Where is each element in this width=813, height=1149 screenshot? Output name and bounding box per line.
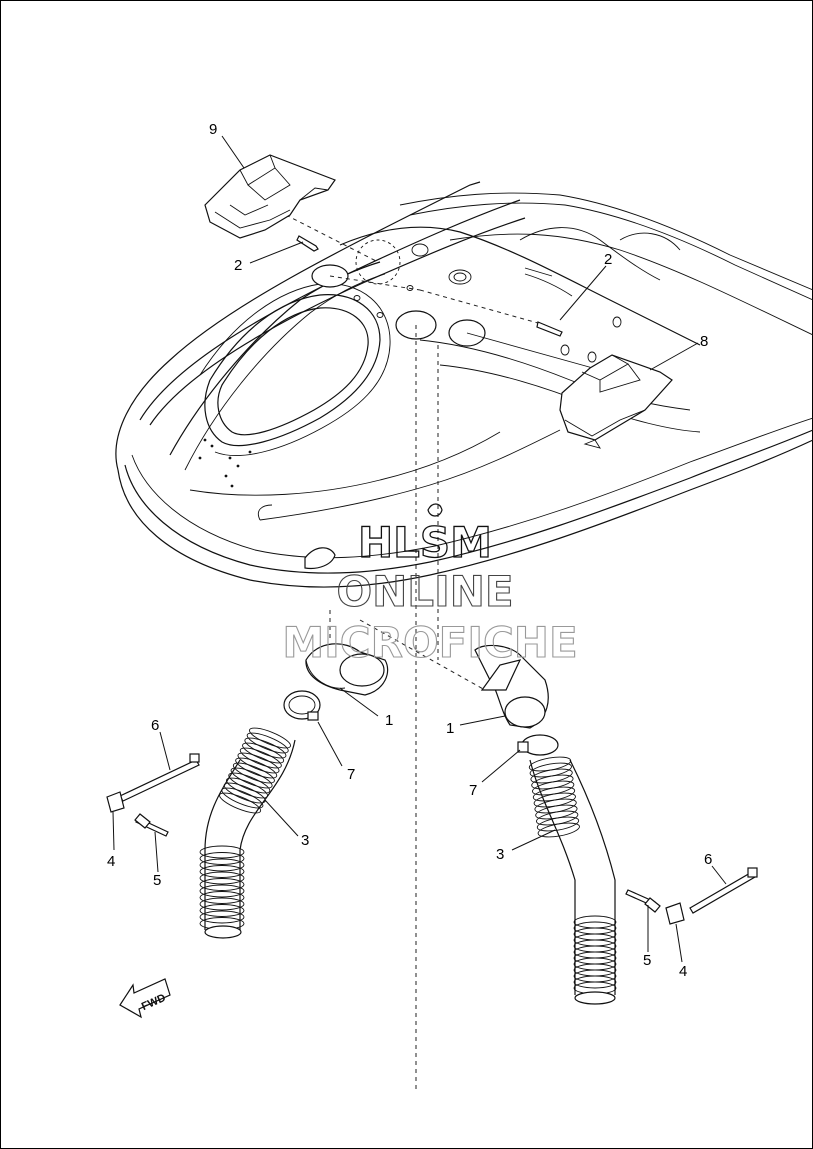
callout-2-left: 2 xyxy=(234,257,242,274)
callout-7-left: 7 xyxy=(347,766,355,783)
hose-rib xyxy=(221,787,264,809)
hose-rib xyxy=(242,742,285,764)
hose-rib xyxy=(199,845,245,859)
callout-4-left: 4 xyxy=(107,853,115,870)
hose-rib xyxy=(223,782,266,804)
hose-rib xyxy=(239,747,282,769)
left-duct-assembly xyxy=(199,643,389,939)
hose-rib xyxy=(573,975,617,989)
callout-3-right: 3 xyxy=(496,846,504,863)
hose-rib xyxy=(199,897,245,911)
hose-rib xyxy=(199,910,245,924)
right-duct-assembly xyxy=(474,644,617,1005)
part-8-cover xyxy=(559,354,673,449)
watermark: HLSM ONLINE MICROFICHE xyxy=(282,517,578,667)
assembly-guide-lines xyxy=(285,214,601,1090)
watermark-line-3: MICROFICHE xyxy=(282,618,577,667)
hose-rib xyxy=(199,852,245,865)
callout-1-left: 1 xyxy=(385,712,393,729)
hose-rib xyxy=(199,884,245,898)
hose-rib xyxy=(226,777,268,799)
leader-lines xyxy=(112,135,727,963)
hose-rib xyxy=(199,891,245,904)
hose-rib xyxy=(199,878,245,891)
part-2-pins xyxy=(296,235,563,337)
hose-rib xyxy=(237,752,280,774)
left-fastener-set xyxy=(106,753,200,837)
part-9-cover xyxy=(204,154,336,239)
hose-rib xyxy=(249,727,291,749)
callout-3-left: 3 xyxy=(301,832,309,849)
hose-rib xyxy=(199,865,245,878)
callout-4-right: 4 xyxy=(679,963,687,980)
callout-6-right: 6 xyxy=(704,851,712,868)
callout-numbers: 9 2 2 8 1 1 7 7 3 3 6 6 4 4 5 5 xyxy=(107,121,712,980)
hull-deck xyxy=(115,181,813,588)
hose-rib xyxy=(232,762,275,784)
watermark-line-2: ONLINE xyxy=(336,567,513,616)
callout-6-left: 6 xyxy=(151,717,159,734)
hose-rib xyxy=(246,732,289,754)
hose-rib xyxy=(235,757,278,779)
watermark-line-1: HLSM xyxy=(358,518,492,567)
callout-9: 9 xyxy=(209,121,217,138)
hose-rib xyxy=(244,737,287,759)
hose-rib xyxy=(536,816,580,832)
callout-5-right: 5 xyxy=(643,952,651,969)
callout-5-left: 5 xyxy=(153,872,161,889)
callout-8: 8 xyxy=(700,333,708,350)
callout-7-right: 7 xyxy=(469,782,477,799)
hose-rib xyxy=(230,767,273,789)
hose-rib xyxy=(537,822,580,838)
fwd-arrow-icon: FWD xyxy=(119,978,171,1019)
callout-2-right: 2 xyxy=(604,251,612,268)
hose-rib xyxy=(199,904,245,917)
callout-1-right: 1 xyxy=(446,720,454,737)
hose-rib xyxy=(228,772,271,794)
hose-rib xyxy=(199,858,245,872)
right-fastener-set xyxy=(625,867,758,925)
hose-rib xyxy=(199,871,245,885)
